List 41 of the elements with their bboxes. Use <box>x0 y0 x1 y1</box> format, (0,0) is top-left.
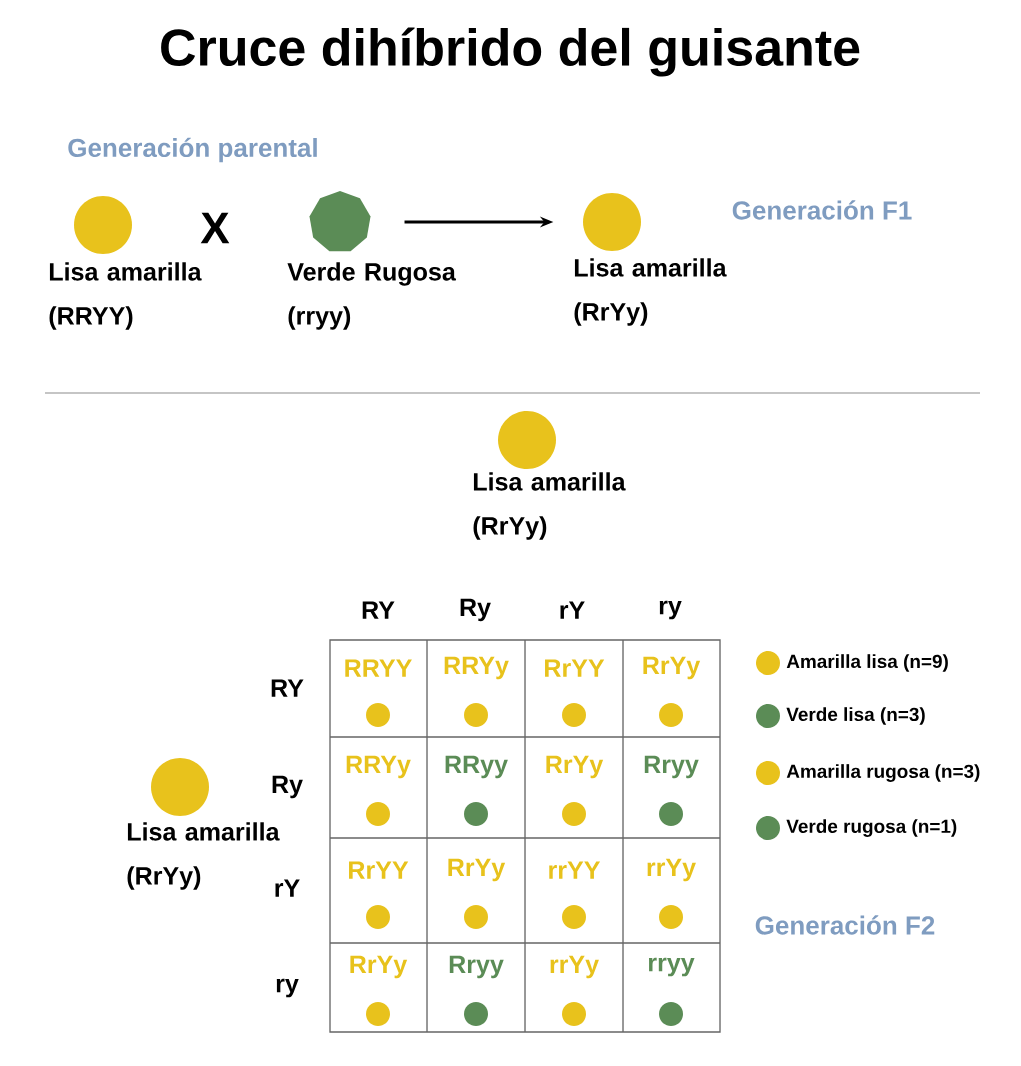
genotype-text: rrYy <box>550 955 599 979</box>
pea-circle <box>583 193 641 251</box>
pea-circle <box>498 411 556 469</box>
genotype-text: RRYY <box>345 659 412 677</box>
genotype-text: RRYy <box>346 755 411 779</box>
allele-header: RY <box>271 679 304 697</box>
pea-caption: Lisa amarilla (RrYy) <box>473 472 626 540</box>
genotype-text: rrYY <box>549 861 601 879</box>
allele-header: Ry <box>272 775 303 799</box>
pea-caption: Lisa amarilla (RRYY) <box>49 262 202 330</box>
genotype-text: RrYY <box>349 861 409 879</box>
pea-circle <box>74 196 132 254</box>
section-heading: Generación F1 <box>732 200 912 220</box>
genotype-text: RrYy <box>350 955 408 979</box>
legend-text: Amarilla rugosa (n=3) <box>786 764 980 782</box>
allele-header: ry <box>659 600 682 620</box>
genotype-text: RrYy <box>546 755 604 779</box>
genotype-text: rrYy <box>647 858 696 882</box>
legend-text: Verde rugosa (n=1) <box>786 819 957 837</box>
pea-caption: Verde Rugosa (rryy) <box>287 262 456 330</box>
pea-circle <box>151 758 209 816</box>
genotype-text: RrYy <box>643 656 701 680</box>
genotype-text: RRyy <box>445 755 508 779</box>
allele-header: ry <box>276 978 299 998</box>
genotype-text: RRYy <box>444 656 509 680</box>
genotype-text: rryy <box>648 957 695 977</box>
legend-text: Amarilla lisa (n=9) <box>786 654 948 672</box>
section-heading: Generación parental <box>68 137 317 163</box>
title: Cruce dihíbrido del guisante <box>161 27 860 77</box>
allele-header: rY <box>560 601 585 619</box>
genotype-text: Rryy <box>644 755 699 779</box>
cross-symbol: X <box>200 212 230 244</box>
pea-polygon <box>309 191 371 252</box>
genotype-text: RrYY <box>545 659 605 677</box>
genotype-text: RrYy <box>448 858 506 882</box>
pea-caption: Lisa amarilla (RrYy) <box>574 258 727 326</box>
legend-text: Verde lisa (n=3) <box>786 707 925 725</box>
allele-header: RY <box>362 601 395 619</box>
section-heading: Generación F2 <box>755 915 935 935</box>
genotype-text: Rryy <box>449 955 504 979</box>
allele-header: Ry <box>460 598 491 622</box>
